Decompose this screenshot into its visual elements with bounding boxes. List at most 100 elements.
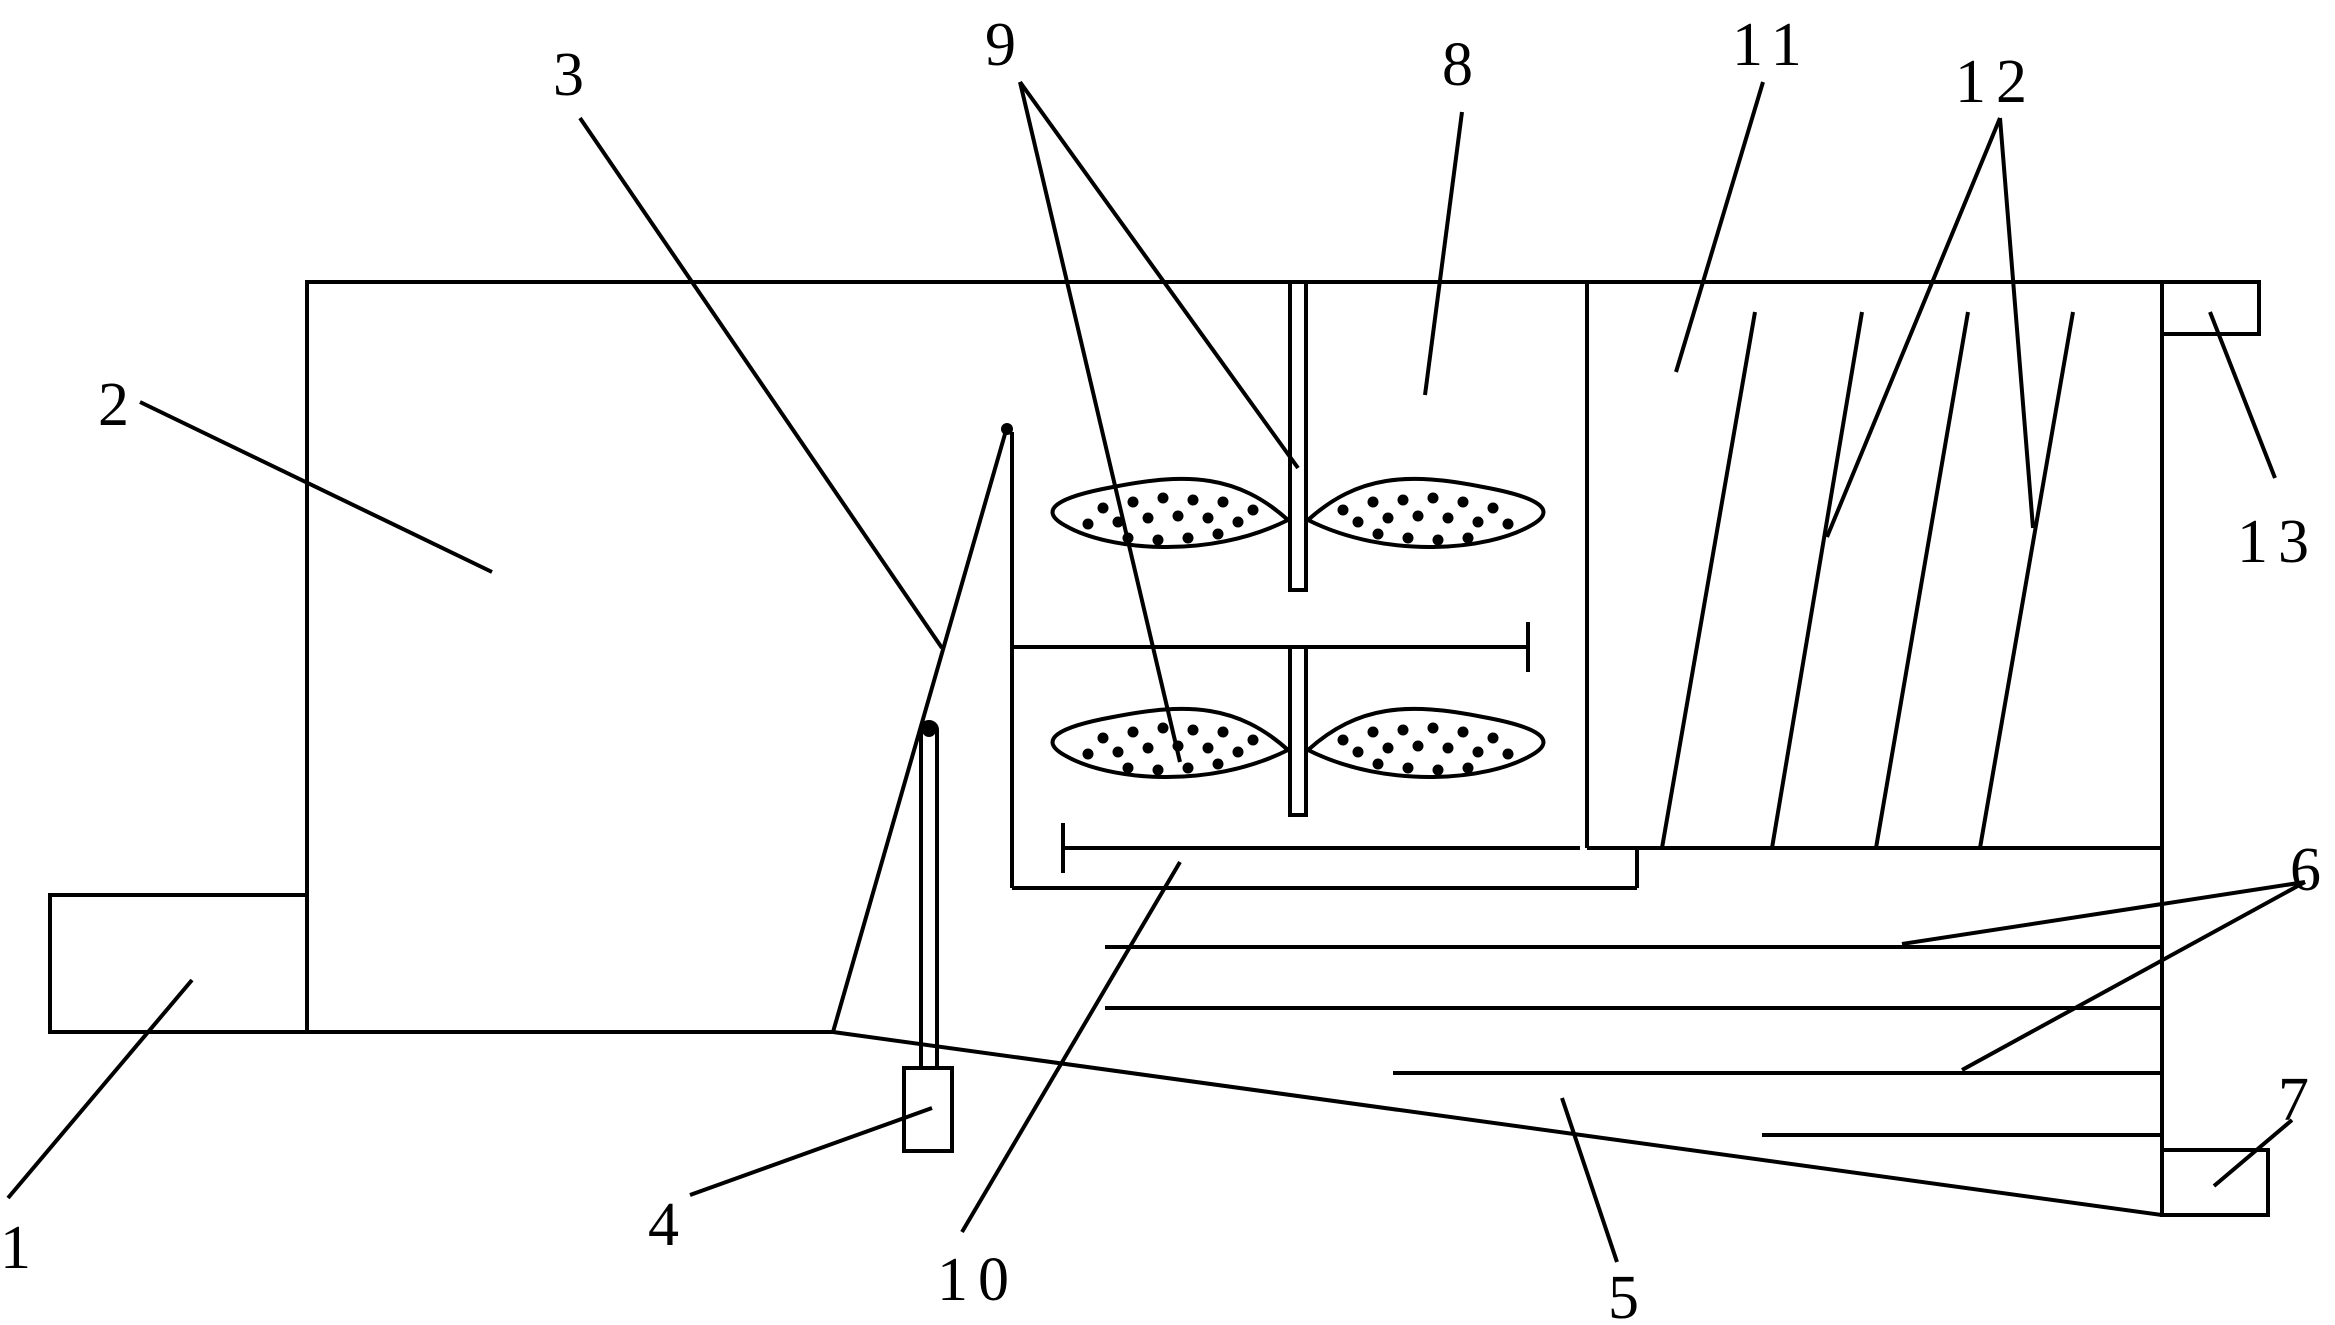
leader-6a	[1901, 880, 2306, 946]
packing-dot	[1082, 748, 1094, 760]
label-3: 3	[553, 41, 594, 109]
packing-dot	[1427, 722, 1439, 734]
leader-12b	[1998, 117, 2035, 529]
blade-row2-left	[1050, 706, 1292, 779]
leader-2	[139, 400, 493, 574]
packing-dot	[1187, 494, 1199, 506]
packing-dot	[1082, 518, 1094, 530]
packing-dot	[1502, 748, 1514, 760]
packing-dot	[1112, 516, 1124, 528]
packing-dot	[1457, 496, 1469, 508]
packing-dot	[1412, 740, 1424, 752]
leader-8	[1423, 111, 1464, 396]
stirrer-blades	[1050, 476, 1546, 779]
top-outlet-pipe	[2160, 280, 2261, 336]
packing-dot	[1427, 492, 1439, 504]
bottom-outlet-pipe	[2160, 1148, 2270, 1217]
packing-dot	[1442, 512, 1454, 524]
leader-7	[2212, 1118, 2294, 1188]
reaction-chamber	[1010, 282, 2162, 890]
packing-dot	[1402, 762, 1414, 774]
packing-dot	[1432, 764, 1444, 776]
packing-dot	[1402, 532, 1414, 544]
stirrer-shafts	[1288, 280, 1308, 817]
packing-dot	[1487, 732, 1499, 744]
partition-plate	[1012, 622, 1530, 672]
packing-dot	[1112, 746, 1124, 758]
packing-dot	[1157, 722, 1169, 734]
packing-dot	[1337, 504, 1349, 516]
packing-dot	[1472, 746, 1484, 758]
packing-dot	[1152, 534, 1164, 546]
packing-dot	[1142, 742, 1154, 754]
label-4: 4	[648, 1191, 689, 1259]
blade-row1-left	[1050, 476, 1292, 549]
packing-dot	[1337, 734, 1349, 746]
packing-dot	[1232, 516, 1244, 528]
label-9: 9	[985, 11, 1026, 79]
packing-dot	[1442, 742, 1454, 754]
leader-6b	[1961, 880, 2306, 1072]
packing-dot	[1212, 758, 1224, 770]
tank-outline	[305, 280, 2164, 1217]
packing-dot	[1217, 726, 1229, 738]
packing-dot	[1232, 746, 1244, 758]
blade-row2-right	[1304, 706, 1546, 779]
packing-dot	[1382, 742, 1394, 754]
inlet-pipe	[48, 893, 309, 1034]
label-1: 1	[0, 1214, 41, 1282]
packing-dot	[1202, 742, 1214, 754]
packing-dot	[1367, 726, 1379, 738]
leader-5	[1560, 1097, 1619, 1263]
leader-9b	[1018, 81, 1182, 763]
packing-dot	[1217, 496, 1229, 508]
packing-dot	[1097, 732, 1109, 744]
packing-dot	[1127, 726, 1139, 738]
packing-dot	[1412, 510, 1424, 522]
leader-9a	[1018, 80, 1300, 470]
packing-dot	[1352, 516, 1364, 528]
packing-dot	[1142, 512, 1154, 524]
label-6: 6	[2290, 836, 2331, 904]
label-5: 5	[1608, 1264, 1649, 1325]
packing-dot	[1502, 518, 1514, 530]
label-12: 12	[1955, 48, 2037, 116]
leader-4	[689, 1106, 933, 1197]
packing-dot	[1172, 510, 1184, 522]
packing-dot	[1432, 534, 1444, 546]
packing-dot	[1487, 502, 1499, 514]
packing-dot	[1152, 764, 1164, 776]
packing-dot	[1462, 532, 1474, 544]
label-10: 10	[937, 1246, 1019, 1314]
packing-dot	[1472, 516, 1484, 528]
label-13: 13	[2237, 508, 2319, 576]
packing-dot	[1397, 724, 1409, 736]
leader-lines	[6, 80, 2306, 1263]
packing-dot	[1182, 532, 1194, 544]
packing-dot	[1372, 758, 1384, 770]
packing-dot	[1382, 512, 1394, 524]
packing-dot	[1462, 762, 1474, 774]
leader-3	[578, 116, 944, 650]
packing-dot	[1127, 496, 1139, 508]
inclined-plates	[1660, 311, 2075, 849]
packing-dot	[1247, 504, 1259, 516]
packing-dot	[1122, 762, 1134, 774]
packing-dot	[1352, 746, 1364, 758]
packing-dot	[1182, 762, 1194, 774]
label-8: 8	[1442, 31, 1483, 99]
packing-dot	[1367, 496, 1379, 508]
bottom-plate	[1061, 823, 1580, 873]
label-7: 7	[2278, 1066, 2319, 1134]
part-labels: 1 2 3 4 5 6 7 8 9 10 11 12 13	[0, 11, 2331, 1325]
packing-dot	[1247, 734, 1259, 746]
leader-1	[6, 978, 194, 1200]
packing-dot	[1187, 724, 1199, 736]
label-11: 11	[1732, 11, 1812, 79]
packing-dot	[1457, 726, 1469, 738]
leader-12a	[1825, 117, 2002, 538]
packing-dot	[1372, 528, 1384, 540]
leader-10	[960, 860, 1182, 1234]
blade-row1-right	[1304, 476, 1546, 549]
